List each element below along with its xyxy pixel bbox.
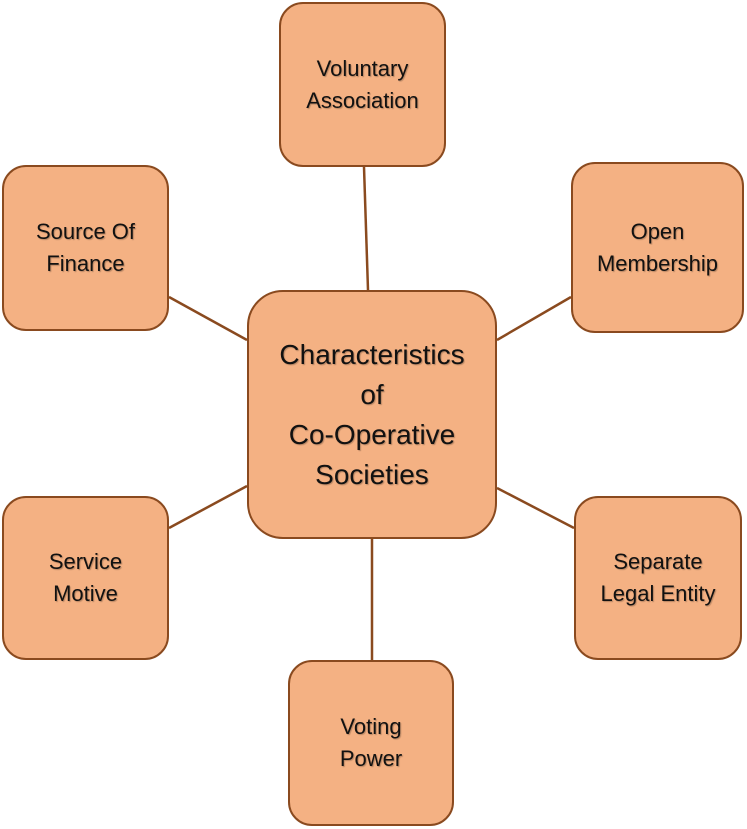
node-label-separate-legal-entity: Separate Legal Entity [600,549,716,606]
node-label-service-motive: Service Motive [48,549,123,606]
connector-legal [496,486,575,530]
connector-service [168,484,248,530]
connector-open [496,295,572,342]
center-node-label: Characteristics of Co-Operative Societie… [279,338,465,490]
node-label-voluntary-association: Voluntary Association [306,55,419,113]
center-node-characteristics: Characteristics of Co-Operative Societie… [247,290,497,539]
node-voting-power: Voting Power [288,660,454,826]
node-source-of-finance: Source Of Finance [2,165,169,331]
node-label-source-of-finance: Source Of Finance [35,219,136,276]
connector-voluntary [362,166,370,291]
node-separate-legal-entity: Separate Legal Entity [574,496,742,660]
node-label-voting-power: Voting Power [339,714,403,771]
node-open-membership: Open Membership [571,162,744,333]
node-voluntary-association: Voluntary Association [279,2,446,167]
node-label-open-membership: Open Membership [596,218,719,276]
node-service-motive: Service Motive [2,496,169,660]
connector-finance [168,295,248,342]
